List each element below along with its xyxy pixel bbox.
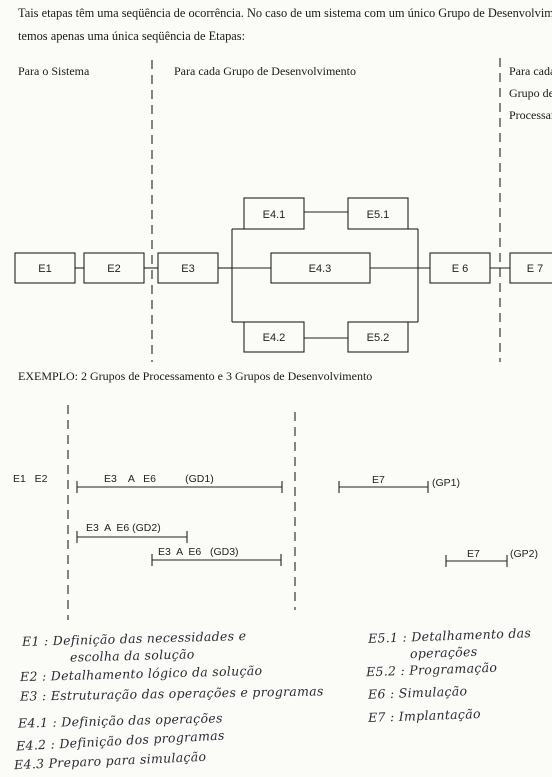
stage-label-e42: E4.2 — [263, 332, 286, 344]
stage-box-e52 — [347, 321, 409, 353]
column-header-system: Para o Sistema — [18, 64, 90, 78]
stage-label-e1: E1 — [38, 263, 51, 275]
stage-label-e52: E5.2 — [367, 332, 390, 344]
stage-label-e3: E3 — [181, 263, 194, 275]
stage-box-e43 — [270, 252, 371, 284]
stage-label-e41: E4.1 — [263, 209, 286, 221]
stage-box-e2 — [83, 252, 145, 284]
note-e51-cont: operações — [409, 643, 478, 662]
example-label-gd3: E3 A E6 (GD3) — [158, 546, 239, 558]
example-label-gd2: E3 A E6 (GD2) — [86, 522, 161, 534]
column-header-dev-group: Para cada Grupo de Desenvolvimento — [174, 64, 356, 78]
proc-group-line-3: Processam — [509, 108, 552, 122]
stage-label-e2: E2 — [107, 263, 120, 275]
intro-line-2: temos apenas uma única seqüência de Etap… — [18, 29, 246, 43]
stage-box-e41 — [243, 197, 305, 230]
stage-label-e43: E4.3 — [309, 263, 332, 275]
stage-box-e7 — [509, 252, 552, 284]
intro-paragraph: Tais etapas têm uma seqüência de ocorrên… — [18, 2, 552, 48]
stage-box-e51 — [347, 197, 409, 230]
proc-group-line-2: Grupo de — [509, 86, 552, 100]
example-label-gp2-stage: E7 — [467, 548, 480, 560]
example-label-gp1-tag: (GP1) — [432, 477, 460, 489]
stage-label-e6: E 6 — [452, 263, 469, 275]
example-label-gp2-tag: (GP2) — [510, 548, 538, 560]
proc-group-line-1: Para cada — [509, 64, 552, 78]
stage-box-e1 — [14, 252, 76, 284]
column-header-proc-group: Para cada Grupo de Processam — [509, 60, 552, 126]
example-label-gd1: E3 A E6 (GD1) — [104, 473, 214, 485]
example-label-e1-e2: E1 E2 — [13, 473, 48, 485]
stage-box-e42 — [243, 321, 305, 353]
intro-line-1: Tais etapas têm uma seqüência de ocorrên… — [18, 6, 552, 20]
example-label-gp1-stage: E7 — [372, 474, 385, 486]
example-title: EXEMPLO: 2 Grupos de Processamento e 3 G… — [18, 369, 373, 383]
stage-box-e6 — [429, 252, 491, 284]
stage-box-e3 — [157, 252, 219, 284]
stage-label-e51: E5.1 — [367, 209, 390, 221]
stage-label-e7: E 7 — [527, 263, 544, 275]
